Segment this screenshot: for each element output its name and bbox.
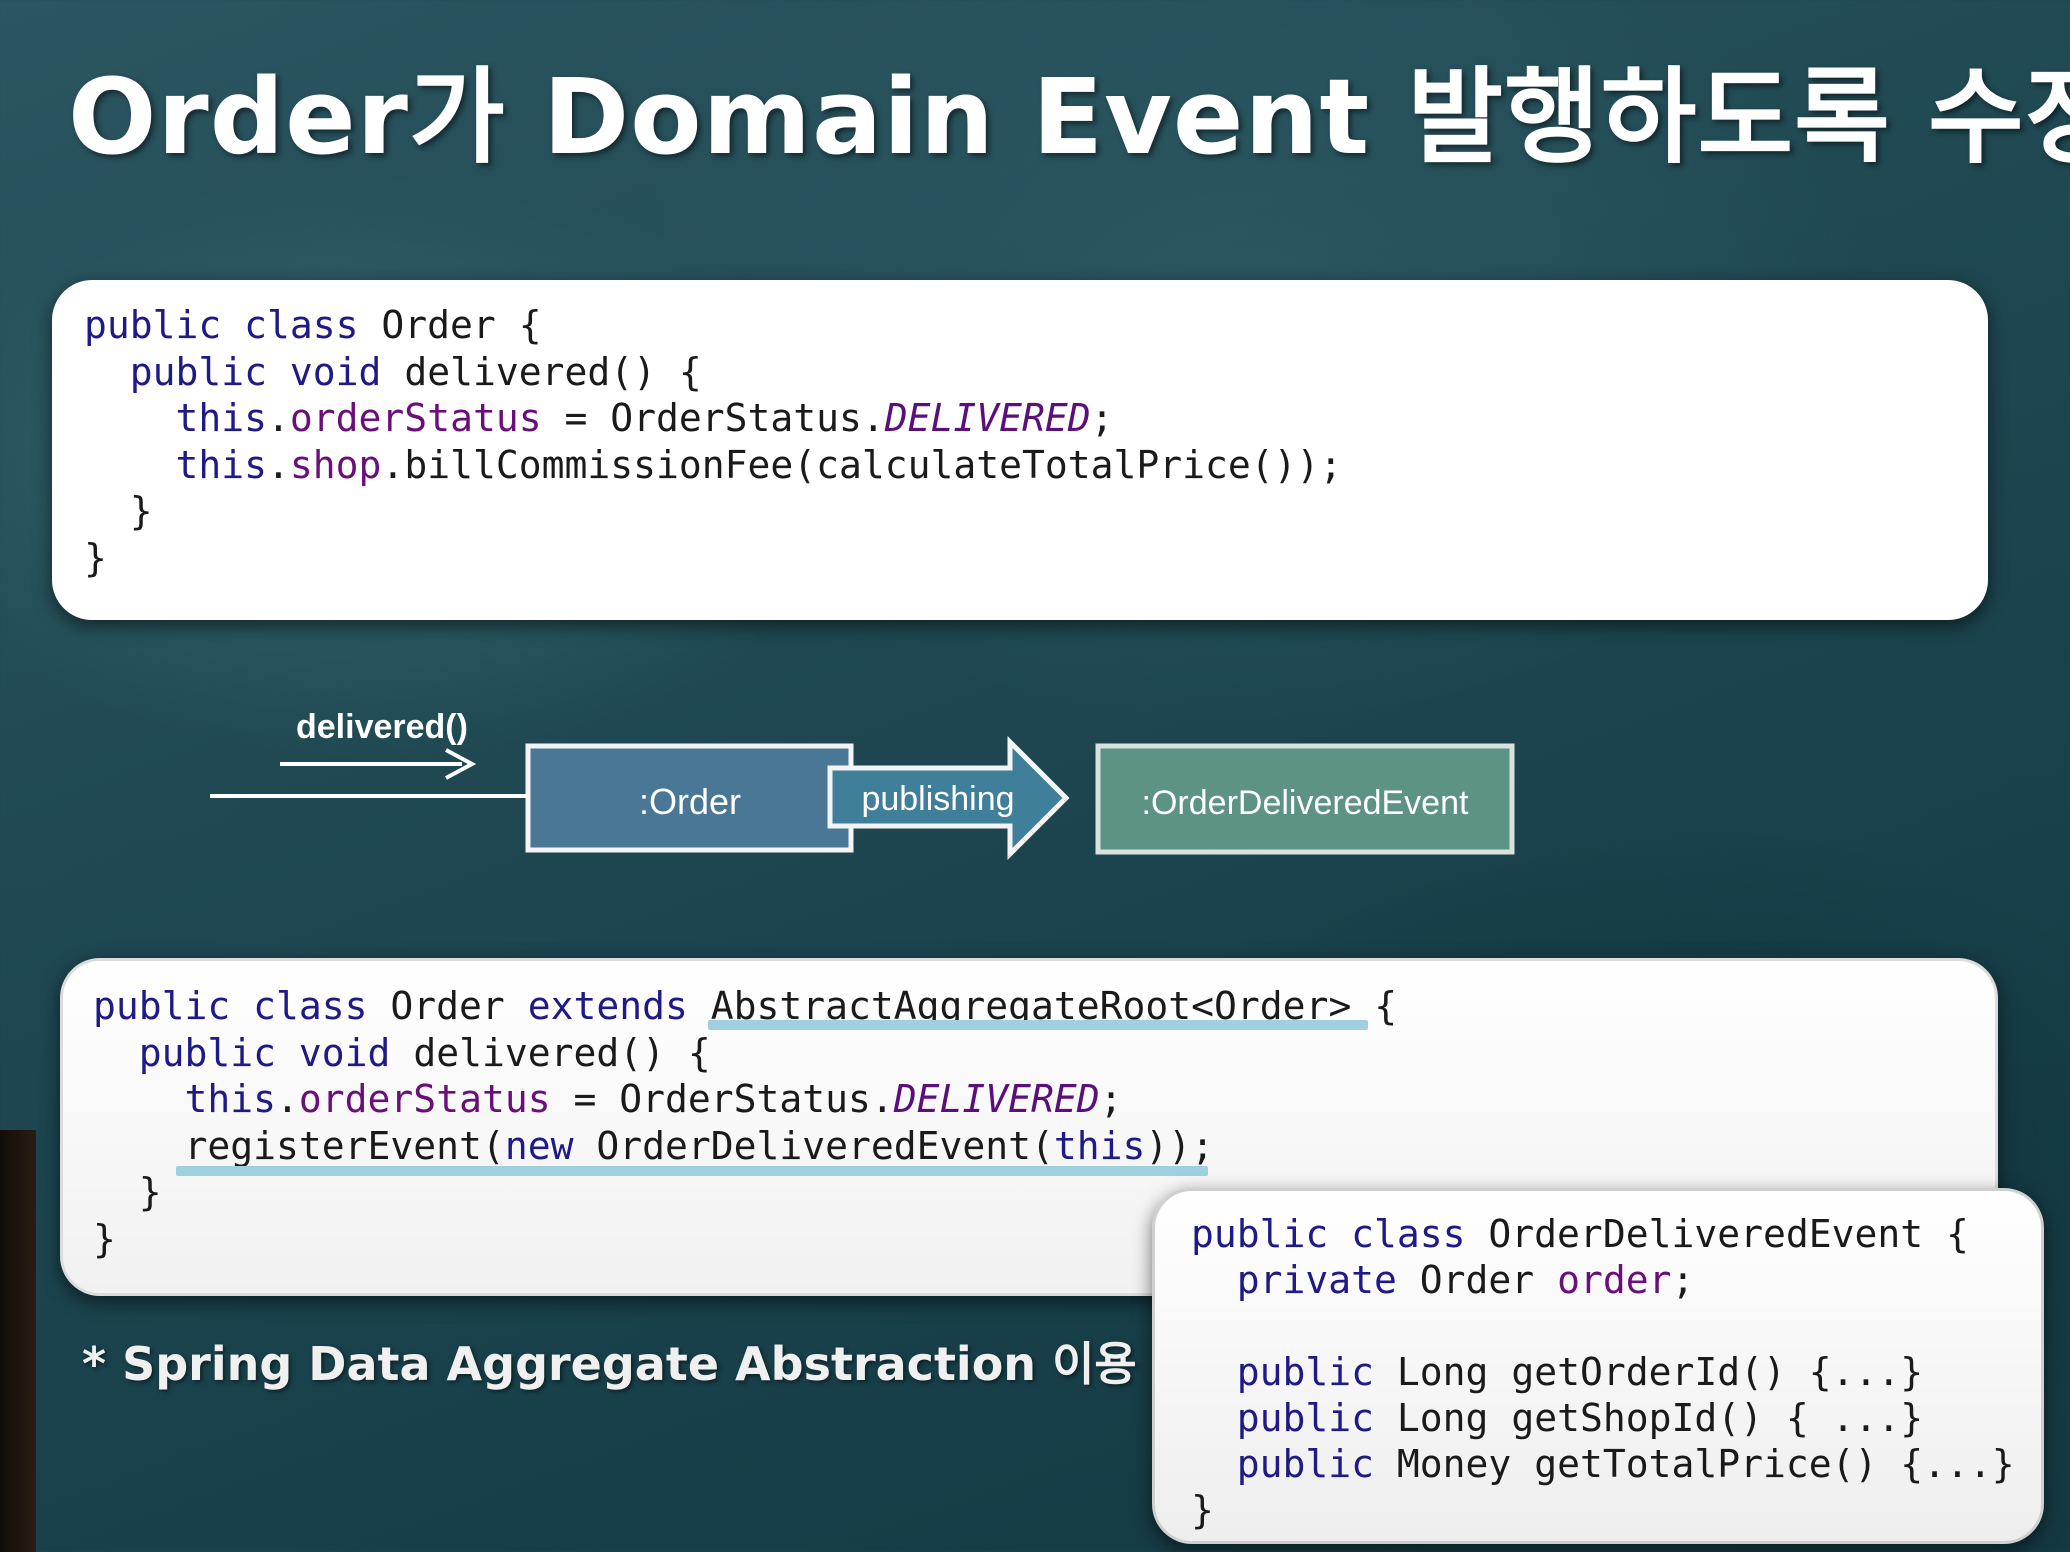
event-object-box: [1095, 743, 1515, 855]
code-token: this: [175, 396, 268, 440]
code-token: }: [84, 489, 153, 533]
code-token: ;: [1099, 1077, 1123, 1121]
code-token: public class: [93, 984, 368, 1028]
code-token: orderStatus: [289, 396, 542, 440]
code-line: public Long getShopId() { ...}: [1191, 1395, 2041, 1441]
code-token: Order: [367, 984, 528, 1028]
code-block-before: public class Order { public void deliver…: [52, 280, 1988, 620]
code-token: }: [84, 535, 107, 580]
footnote: * Spring Data Aggregate Abstraction 이용: [82, 1337, 1137, 1391]
code-line: }: [84, 488, 1988, 535]
code-token: delivered() {: [390, 1030, 711, 1075]
code-token: public: [1236, 1396, 1375, 1440]
code-token: extends: [527, 984, 688, 1028]
code-token: Order {: [358, 303, 542, 347]
code-token: = OrderStatus.: [541, 396, 885, 440]
code-block-event-class: public class OrderDeliveredEvent { priva…: [1152, 1188, 2044, 1544]
code-token: OrderDeliveredEvent {: [1465, 1212, 1969, 1256]
code-token: new: [504, 1123, 574, 1168]
code-token: .: [267, 442, 290, 487]
code-token: .: [267, 396, 290, 440]
code-line: this.orderStatus = OrderStatus.DELIVERED…: [93, 1076, 1995, 1123]
code-line: registerEvent(new OrderDeliveredEvent(th…: [93, 1123, 1995, 1170]
code-token: ;: [1090, 396, 1114, 440]
code-event-text: public class OrderDeliveredEvent { priva…: [1191, 1211, 2041, 1533]
code-line: }: [93, 1216, 1995, 1263]
code-line: public Money getTotalPrice() {...}: [1191, 1441, 2041, 1487]
code-token: .: [276, 1077, 299, 1121]
code-line: public void delivered() {: [84, 349, 1988, 396]
code-token: public: [1236, 1350, 1375, 1394]
code-after-text: public class Order extends AbstractAggre…: [93, 983, 1995, 1262]
code-token: DELIVERED: [884, 396, 1091, 440]
code-token: = OrderStatus.: [550, 1077, 894, 1121]
order-object-label: :Order: [639, 781, 741, 822]
code-token: shop: [289, 442, 382, 487]
code-token: [1191, 1258, 1237, 1302]
code-token: [93, 1031, 139, 1075]
message-label: delivered(): [296, 708, 468, 746]
publishing-arrow: [827, 735, 1070, 861]
event-object-label: :OrderDeliveredEvent: [1142, 784, 1469, 822]
code-line: }: [84, 535, 1988, 582]
left-edge-strip: [0, 1130, 36, 1552]
code-before-text: public class Order { public void deliver…: [84, 302, 1988, 581]
code-token: this: [1053, 1123, 1146, 1168]
code-token: OrderDeliveredEvent(: [573, 1123, 1054, 1168]
code-line: public class OrderDeliveredEvent {: [1191, 1211, 2041, 1257]
code-token: [1191, 1442, 1237, 1486]
code-line: private Order order;: [1191, 1257, 2041, 1303]
code-line: [1191, 1303, 2041, 1349]
code-token: Long getOrderId() {...}: [1374, 1350, 1924, 1394]
slide-title: Order가 Domain Event 발행하도록 수정: [68, 56, 2070, 178]
code-token: DELIVERED: [893, 1077, 1100, 1121]
code-token: [93, 1077, 185, 1121]
code-token: private: [1236, 1258, 1397, 1302]
highlight-underline-register-event: [176, 1166, 1208, 1176]
code-token: public class: [84, 303, 359, 347]
code-token: [1191, 1350, 1237, 1394]
message-arrow-head: [445, 748, 477, 780]
code-token: Money getTotalPrice() {...}: [1374, 1442, 2015, 1486]
code-line: }: [93, 1169, 1995, 1216]
publishing-arrow-label: publishing: [861, 780, 1014, 818]
code-line: public Long getOrderId() {...}: [1191, 1349, 2041, 1395]
code-line: public void delivered() {: [93, 1030, 1995, 1077]
code-line: }: [1191, 1487, 2041, 1533]
code-token: .billCommissionFee(calculateTotalPrice()…: [381, 442, 1343, 487]
code-token: public: [1236, 1442, 1375, 1486]
highlight-underline-extends: [708, 1020, 1368, 1030]
code-token: }: [93, 1216, 116, 1261]
order-object-box: [525, 743, 854, 853]
code-token: Long getShopId() { ...}: [1374, 1396, 1924, 1440]
code-token: order: [1557, 1258, 1672, 1302]
code-token: Order: [1396, 1258, 1558, 1302]
code-line: this.orderStatus = OrderStatus.DELIVERED…: [84, 395, 1988, 442]
code-token: [1191, 1396, 1237, 1440]
code-line: this.shop.billCommissionFee(calculateTot…: [84, 442, 1988, 489]
code-token: }: [93, 1170, 162, 1214]
code-token: delivered() {: [381, 349, 702, 394]
code-token: this: [175, 442, 268, 487]
code-line: public class Order {: [84, 302, 1988, 349]
code-token: registerEvent(: [93, 1123, 505, 1168]
code-token: }: [1191, 1488, 1214, 1532]
code-token: ));: [1145, 1123, 1215, 1168]
code-token: ;: [1671, 1258, 1695, 1302]
code-token: public void: [129, 349, 382, 394]
code-token: public class: [1191, 1212, 1466, 1256]
code-token: orderStatus: [298, 1077, 551, 1121]
code-token: this: [184, 1077, 277, 1121]
code-token: public void: [138, 1030, 391, 1075]
